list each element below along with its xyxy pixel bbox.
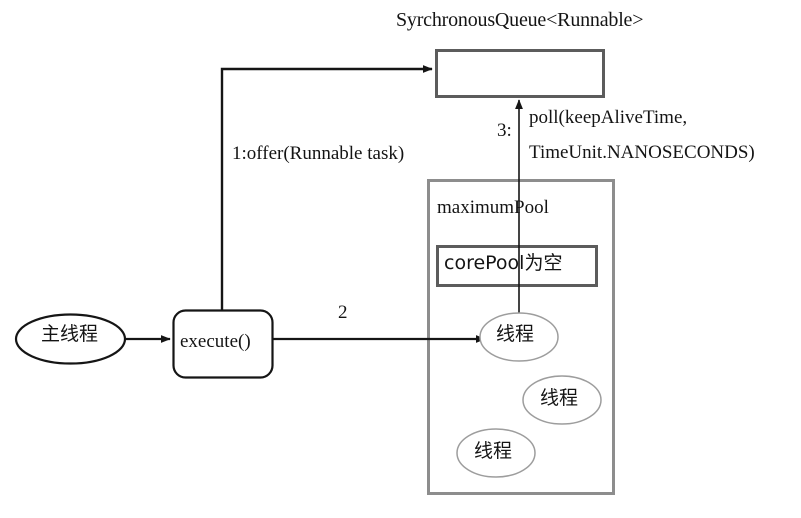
maximum-pool-label: maximumPool [437, 197, 549, 218]
thread-ellipse-2 [522, 375, 602, 425]
execute-label: execute() [180, 331, 251, 352]
queue-box [435, 49, 605, 98]
thread-ellipse-1 [479, 312, 559, 362]
maximum-pool-box [427, 179, 615, 495]
offer-arrow [220, 65, 433, 320]
core-pool-box [436, 245, 598, 287]
execute-box [172, 309, 274, 379]
offer-edge-label: 1:offer(Runnable task) [232, 143, 405, 164]
poll-edge-label-line2: TimeUnit.NANOSECONDS) [529, 142, 755, 163]
thread-label-3: 线程 [474, 440, 513, 462]
thread-label-1: 线程 [496, 323, 535, 345]
main-thread-ellipse [14, 313, 127, 365]
main-thread-label: 主线程 [41, 323, 99, 345]
thread-ellipse-3 [456, 428, 536, 478]
step2-edge-label: 2 [338, 302, 348, 323]
thread-label-2: 线程 [540, 387, 579, 409]
queue-title: SyrchronousQueue<Runnable> [396, 9, 644, 31]
poll-edge-label-line1: poll(keepAliveTime, [529, 107, 688, 128]
core-pool-label: corePool为空 [444, 252, 563, 274]
poll-step-number: 3: [497, 120, 512, 141]
